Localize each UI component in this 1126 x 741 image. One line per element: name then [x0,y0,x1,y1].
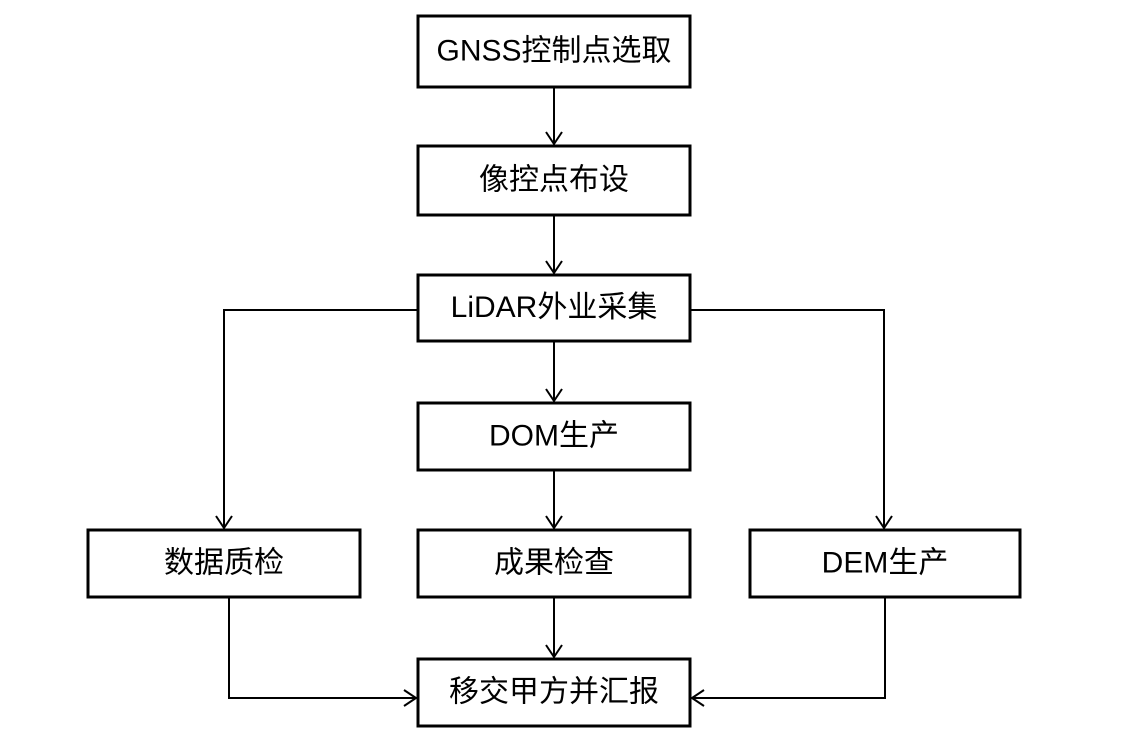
connector-lidar-to-quality [215,309,418,530]
arrowhead-icon [875,515,893,530]
arrowhead-icon [215,515,233,530]
arrowhead-icon [690,689,705,707]
node-label: 移交甲方并汇报 [449,675,659,708]
arrowhead-icon [545,644,563,659]
node-label: 成果检查 [494,546,614,579]
flow-node-results[interactable]: 成果检查 [416,528,692,599]
node-box[interactable] [86,528,362,599]
flow-node-xkd[interactable]: 像控点布设 [416,144,692,217]
flow-node-quality[interactable]: 数据质检 [86,528,362,599]
connector-lidar-to-dem [690,309,893,530]
node-box[interactable] [748,528,1022,599]
node-box[interactable] [416,144,692,217]
connector-dom-to-results [545,470,563,530]
node-box[interactable] [416,528,692,599]
node-box[interactable] [416,657,692,728]
connector-line [223,309,418,527]
arrowhead-icon [545,388,563,403]
connector-line [228,597,415,699]
node-box[interactable] [416,273,692,343]
node-box[interactable] [416,14,692,89]
connector-xkd-to-lidar [545,215,563,275]
connector-line [693,597,886,699]
connector-lidar-to-dom [545,341,563,403]
arrowhead-icon [545,131,563,146]
arrowhead-icon [403,689,418,707]
flow-node-lidar[interactable]: LiDAR外业采集 [416,273,692,343]
connector-quality-to-handover [228,597,418,707]
flow-node-gnss[interactable]: GNSS控制点选取 [416,14,692,89]
node-label: LiDAR外业采集 [451,291,658,324]
node-label: DOM生产 [489,419,619,452]
node-label: 数据质检 [164,546,284,579]
flow-node-dem[interactable]: DEM生产 [748,528,1022,599]
arrowhead-icon [545,515,563,530]
connector-results-to-handover [545,597,563,659]
node-box[interactable] [416,401,692,472]
connector-gnss-to-xkd [545,87,563,146]
node-label: GNSS控制点选取 [436,34,671,67]
node-label: 像控点布设 [479,163,629,196]
connector-layer [215,87,893,707]
connector-line [690,309,885,527]
flow-node-dom[interactable]: DOM生产 [416,401,692,472]
arrowhead-icon [545,260,563,275]
connector-dem-to-handover [690,597,886,707]
node-label: DEM生产 [822,546,949,579]
flow-node-handover[interactable]: 移交甲方并汇报 [416,657,692,728]
